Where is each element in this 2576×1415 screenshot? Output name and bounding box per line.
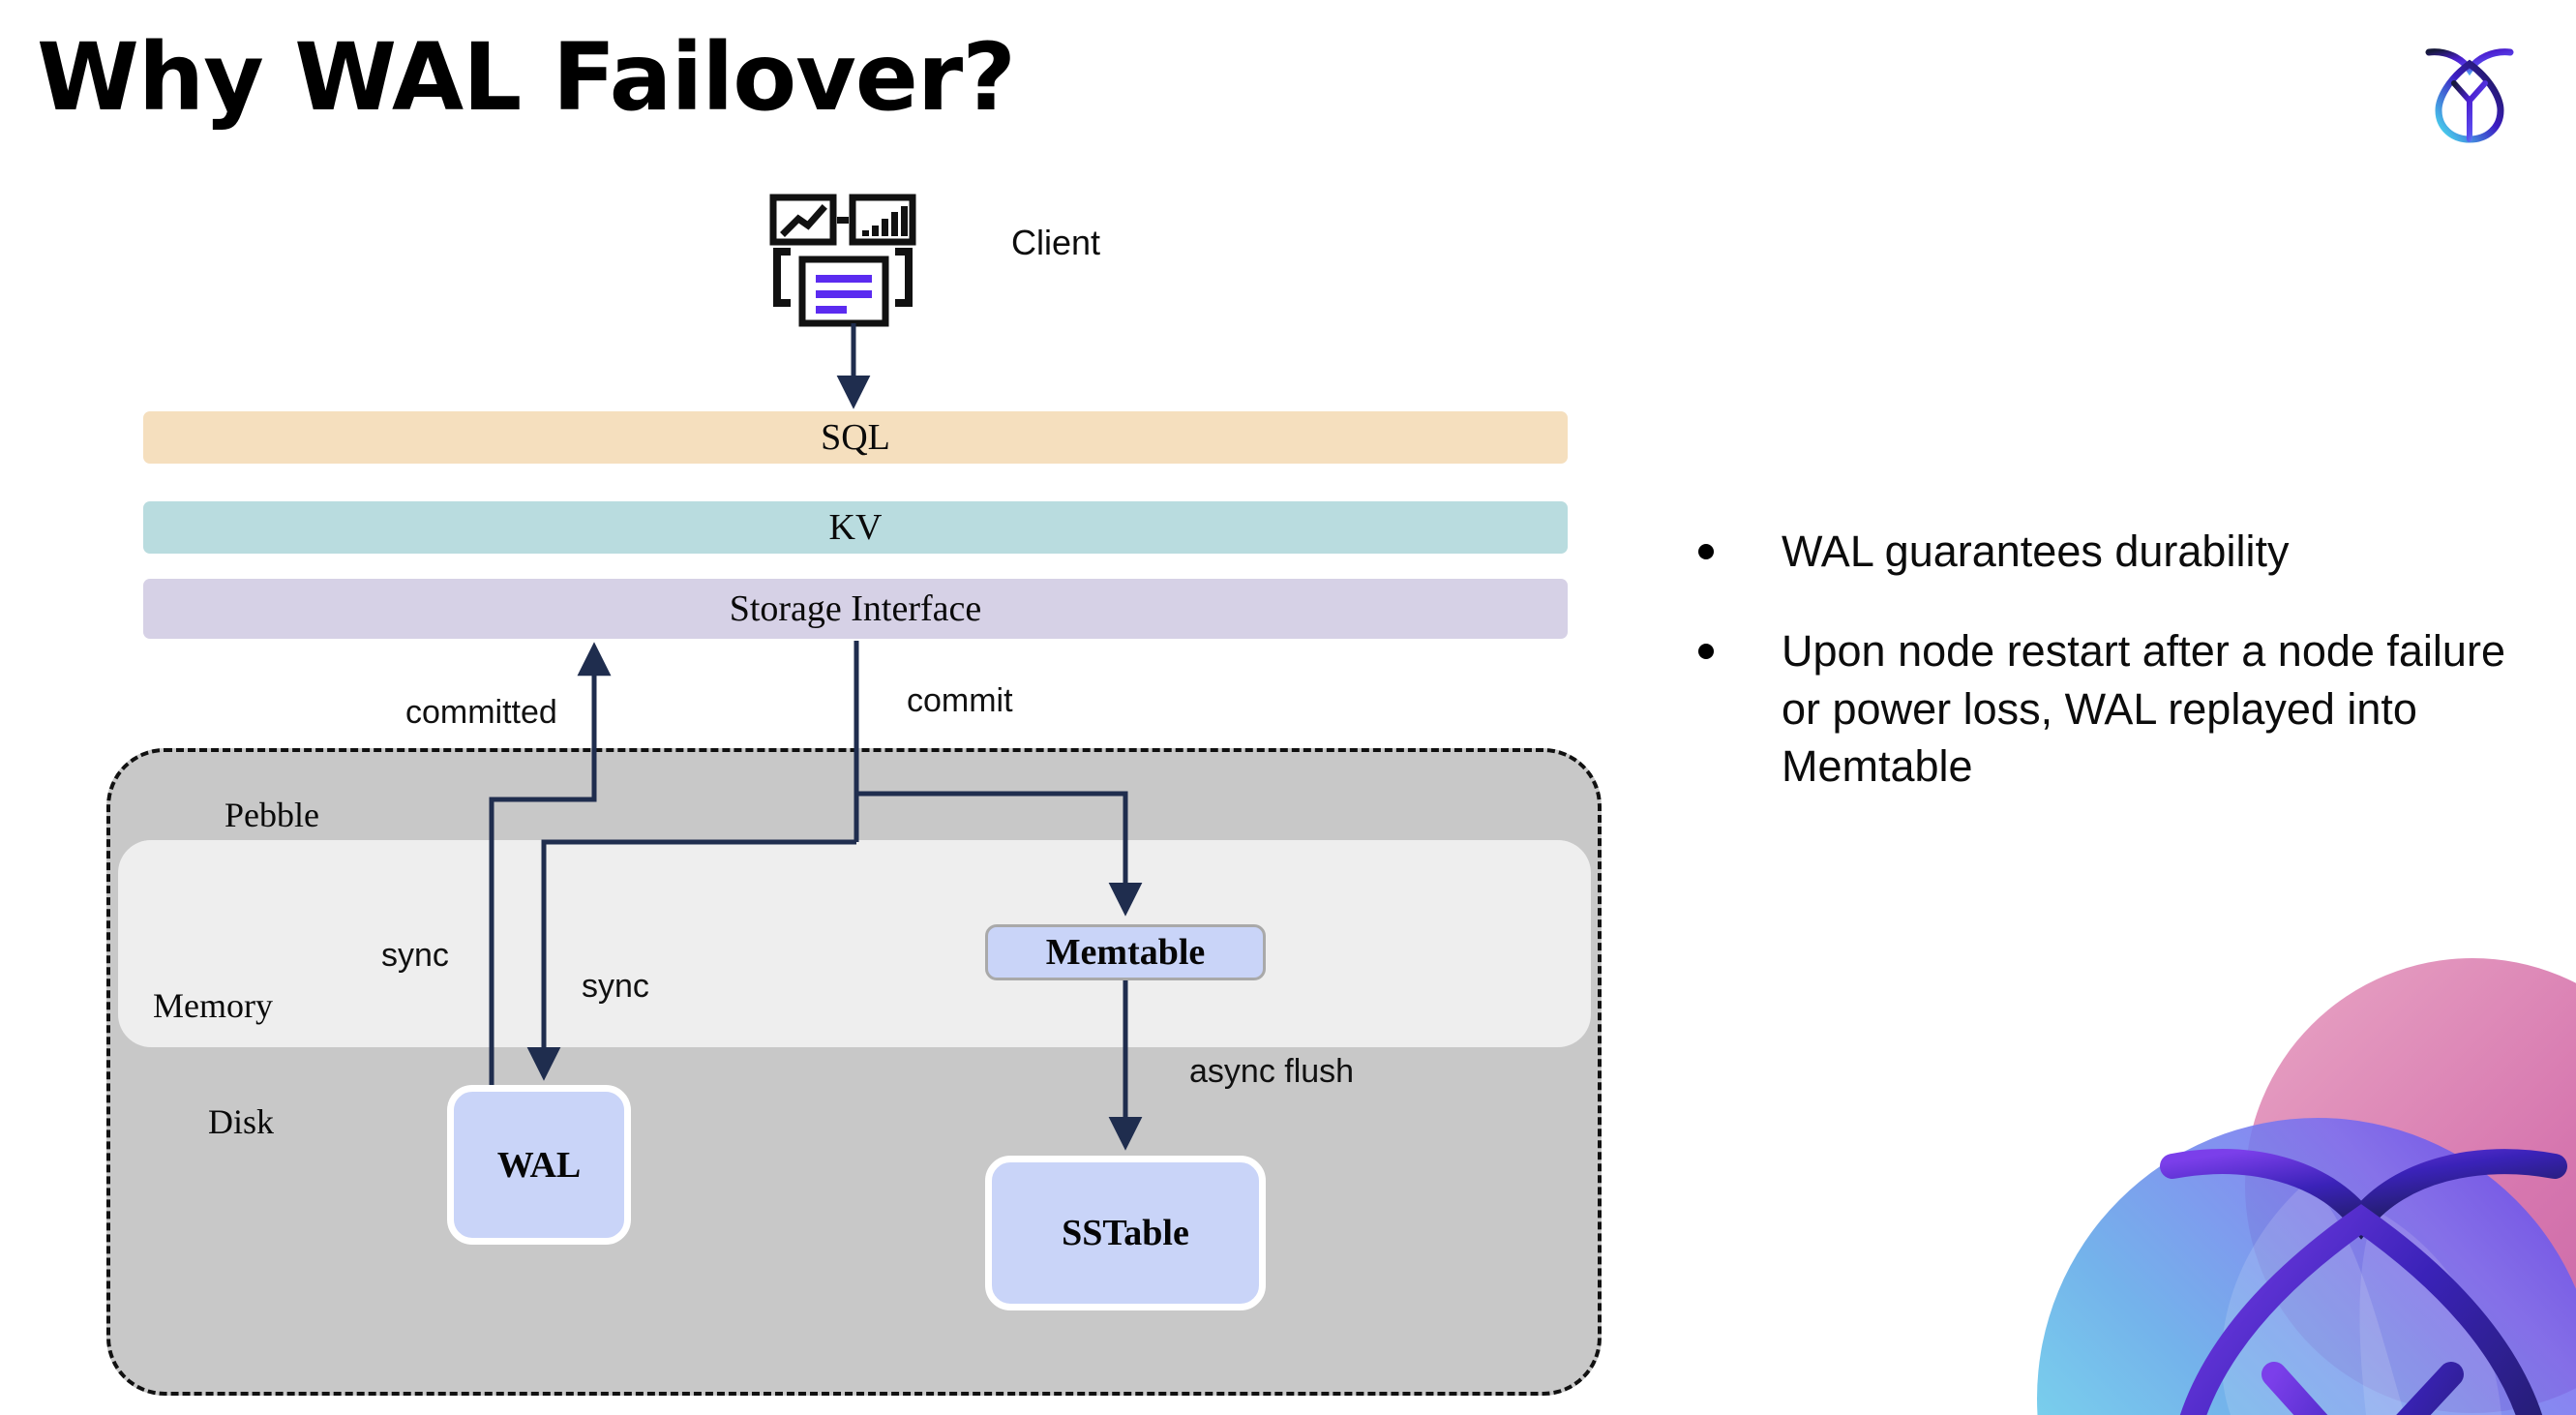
decorative-circles-graphic xyxy=(1989,929,2576,1415)
layer-label-storage-interface: Storage Interface xyxy=(729,588,982,629)
pebble-label: Pebble xyxy=(225,796,319,834)
layer-bar-storage-interface: Storage Interface xyxy=(143,579,1568,639)
cockroachdb-logo-icon xyxy=(2411,31,2528,147)
list-item: Upon node restart after a node failure o… xyxy=(1698,622,2511,795)
bullet-dot-icon xyxy=(1698,644,1714,660)
page-title: Why WAL Failover? xyxy=(37,23,1016,132)
client-dashboard-icon xyxy=(769,194,934,329)
layer-bar-kv: KV xyxy=(143,501,1568,554)
client-label: Client xyxy=(1011,223,1101,262)
layer-bar-sql: SQL xyxy=(143,411,1568,464)
node-memtable: Memtable xyxy=(985,924,1266,980)
layer-label-sql: SQL xyxy=(821,417,890,458)
node-sstable: SSTable xyxy=(985,1156,1266,1310)
edge-label-committed: committed xyxy=(405,694,557,731)
node-label-memtable: Memtable xyxy=(1045,932,1206,973)
bullet-dot-icon xyxy=(1698,544,1714,559)
layer-label-kv: KV xyxy=(828,507,883,548)
bullet-list: WAL guarantees durability Upon node rest… xyxy=(1698,523,2511,838)
edge-label-sync-right: sync xyxy=(582,968,649,1005)
disk-label: Disk xyxy=(208,1102,275,1141)
memory-zone xyxy=(118,840,1591,1047)
list-item: WAL guarantees durability xyxy=(1698,523,2511,580)
node-label-wal: WAL xyxy=(496,1144,582,1186)
edge-label-sync-left: sync xyxy=(381,937,449,974)
memory-label: Memory xyxy=(153,986,273,1025)
bullet-text: WAL guarantees durability xyxy=(1782,527,2290,576)
edge-label-async-flush: async flush xyxy=(1189,1053,1355,1090)
node-wal: WAL xyxy=(447,1085,631,1245)
edge-label-commit: commit xyxy=(907,682,1013,719)
node-label-sstable: SSTable xyxy=(1062,1213,1189,1253)
bullet-text: Upon node restart after a node failure o… xyxy=(1782,626,2505,792)
